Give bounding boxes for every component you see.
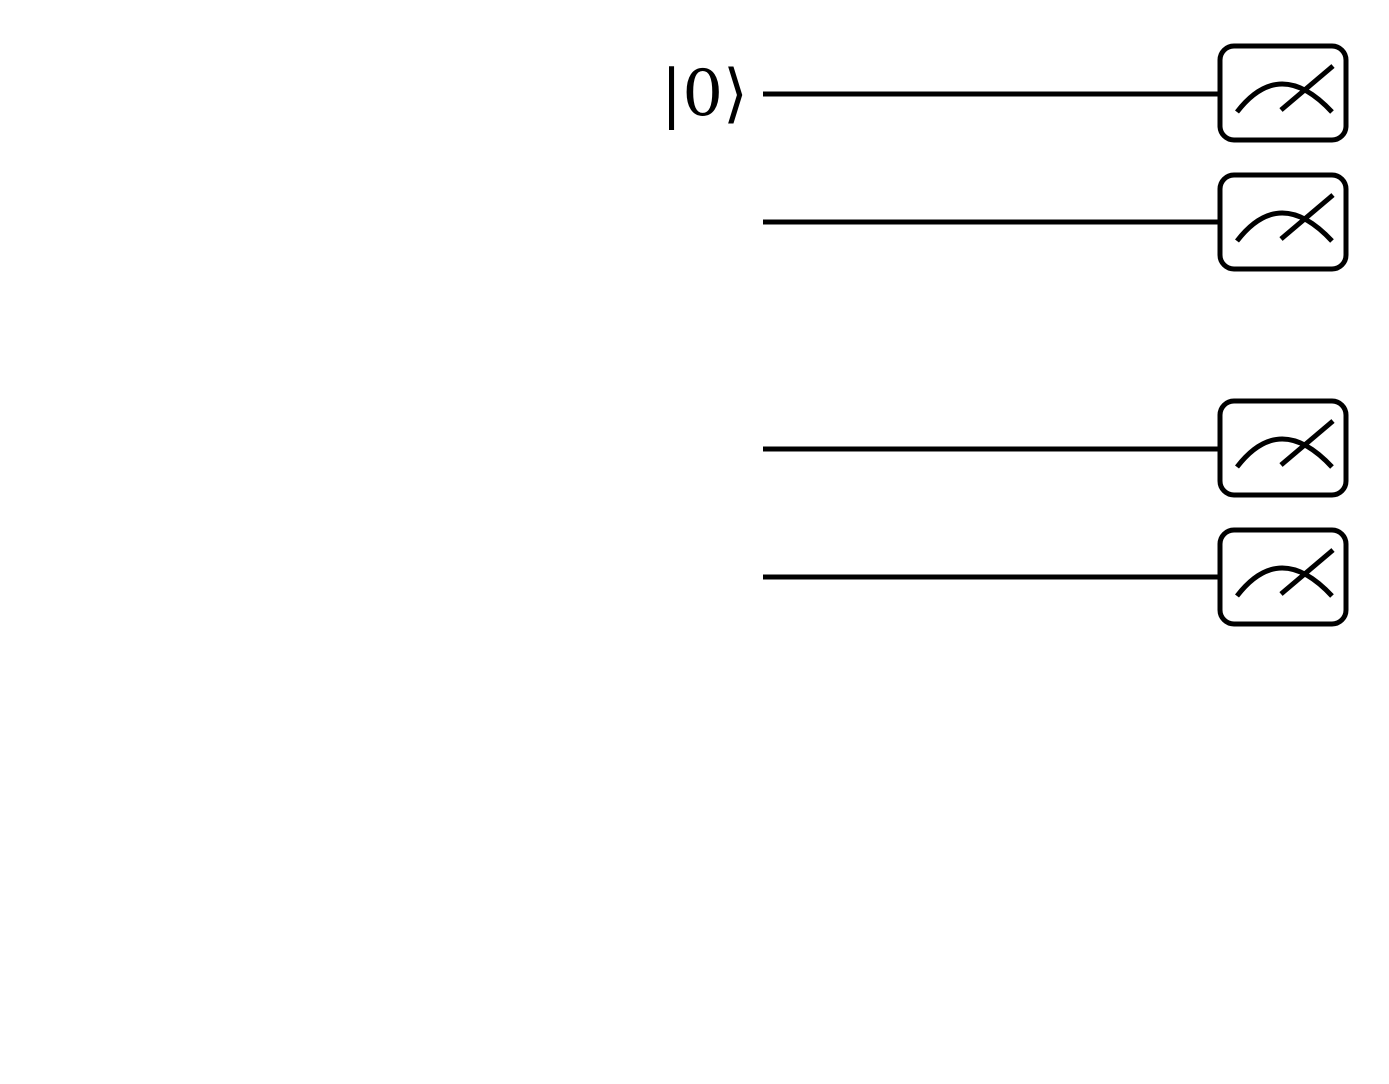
qubit-wire-1: |0⟩ <box>661 43 1349 143</box>
wire-label-1: |0⟩ <box>661 57 748 131</box>
measurement-meter-icon <box>1217 398 1349 498</box>
qubit-wire-3 <box>763 398 1349 498</box>
qubit-wire-4 <box>763 527 1349 627</box>
measurement-meter-icon <box>1217 43 1349 143</box>
measurement-meter-icon <box>1217 527 1349 627</box>
measurement-meter-icon <box>1217 172 1349 272</box>
qubit-wire-2 <box>763 172 1349 272</box>
